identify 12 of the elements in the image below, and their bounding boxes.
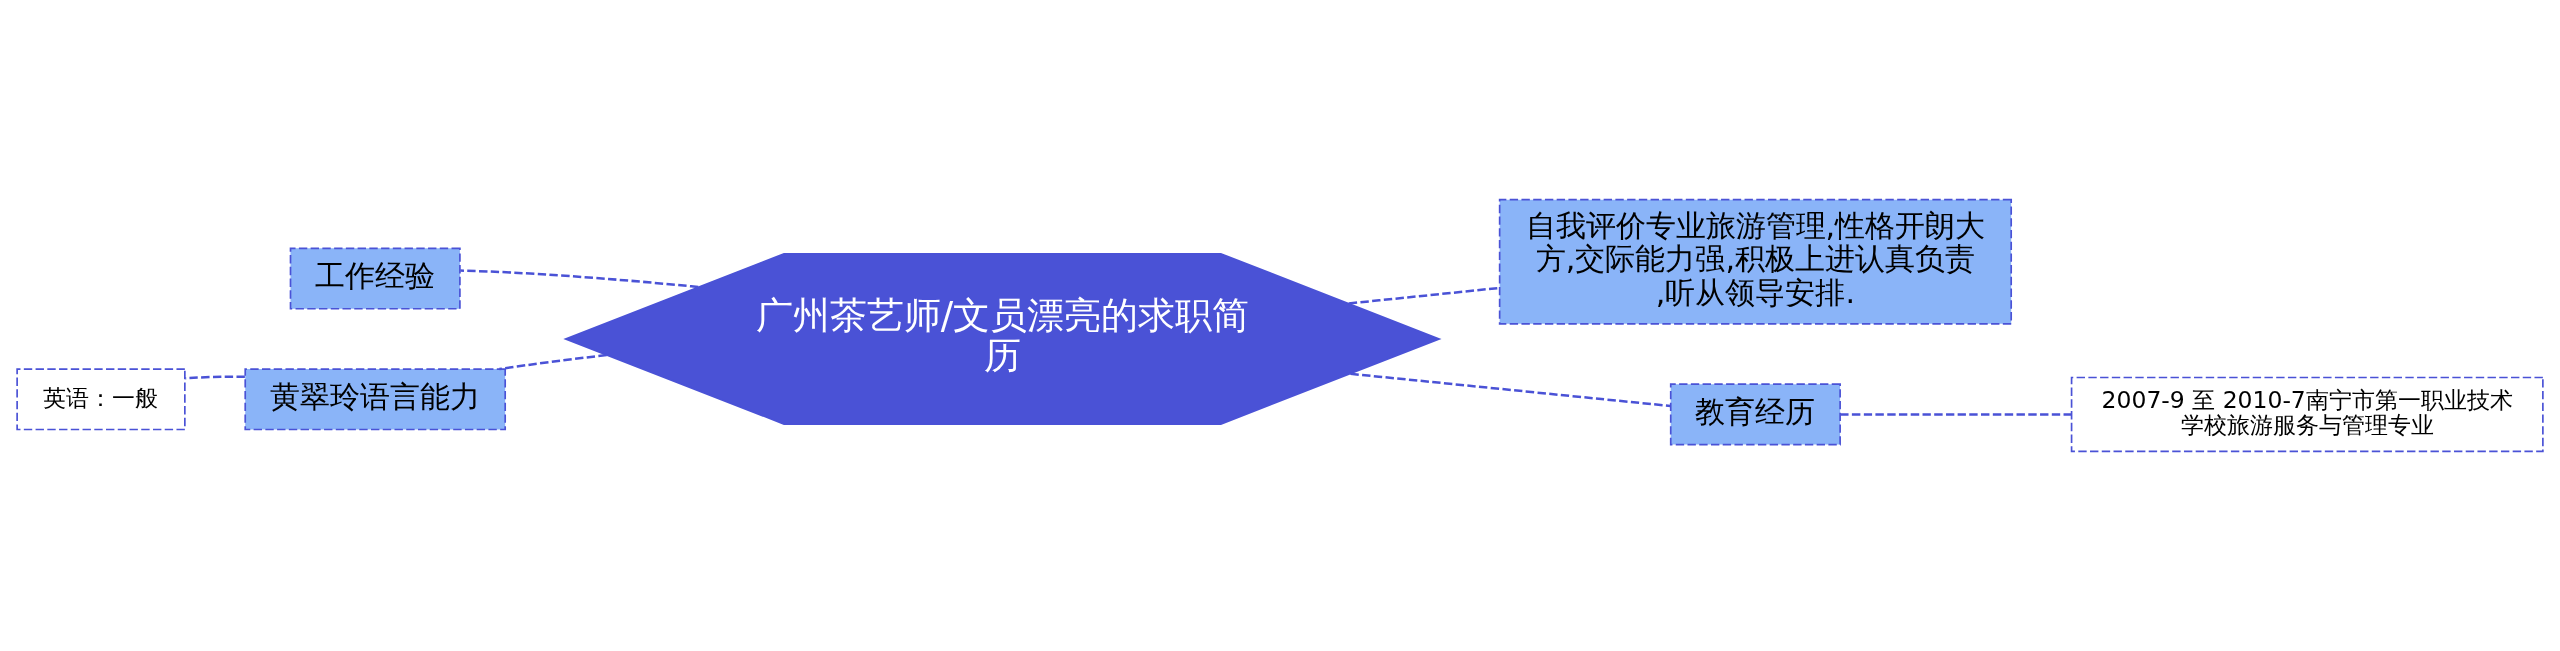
- connector: [185, 375, 245, 380]
- node-box: 教育经历: [1669, 383, 1841, 446]
- connector: [1840, 413, 2072, 416]
- node-box: 英语：一般: [16, 368, 186, 431]
- node-box: 黄翠玲语言能力: [244, 368, 507, 431]
- node-box: 工作经验: [289, 247, 461, 310]
- connector: [1348, 286, 1500, 305]
- node-box: 2007-9 至 2010-7南宁市第一职业技术学校旅游服务与管理专业: [2070, 376, 2544, 453]
- connector: [499, 353, 607, 371]
- node-box: 自我评价专业旅游管理,性格开朗大方,交际能力强,积极上进认真负责,听从领导安排.: [1498, 198, 2013, 325]
- connector: [460, 269, 699, 289]
- connector: [1350, 372, 1671, 408]
